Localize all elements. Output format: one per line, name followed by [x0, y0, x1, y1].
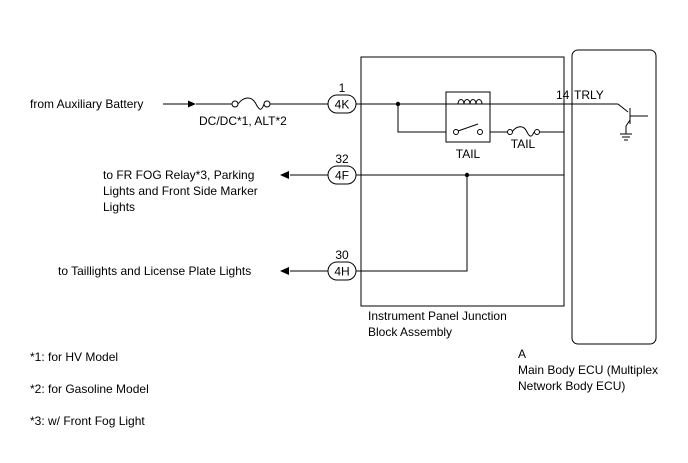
- junction-block-label-1: Instrument Panel Junction: [368, 309, 507, 323]
- connector-4h-pin: 30: [335, 248, 349, 262]
- input-arrow: [188, 100, 196, 108]
- fuse-icon: [237, 97, 265, 110]
- fr-fog-label-2: Lights and Front Side Marker: [103, 184, 258, 198]
- relay-switch-icon: [457, 123, 479, 132]
- relay-feed-wire: [397, 104, 446, 133]
- tail-fuse-label: TAIL: [511, 137, 536, 151]
- relay-contact-left: [453, 129, 459, 135]
- ecu-signal-label: TRLY: [574, 88, 604, 102]
- fr-fog-arrow: [280, 171, 289, 179]
- junction-block-box: [360, 56, 565, 307]
- fr-fog-label-1: to FR FOG Relay*3, Parking: [103, 168, 254, 182]
- fr-fog-label-3: Lights: [103, 200, 135, 214]
- connector-4h-label: 4H: [334, 265, 349, 279]
- connector-4f-label: 4F: [335, 169, 349, 183]
- fuse-terminal-right: [263, 100, 271, 108]
- taillight-internal-wire: [356, 175, 468, 272]
- connector-4f-pin: 32: [335, 152, 349, 166]
- ecu-label-1: Main Body ECU (Multiplex: [518, 363, 658, 377]
- transistor-emitter-wire: [625, 119, 631, 127]
- junction-block-label-2: Block Assembly: [368, 325, 452, 339]
- connector-4k-pin: 1: [339, 81, 346, 95]
- tail-fuse-terminal-left: [507, 129, 513, 135]
- ecu-label-2: Network Body ECU): [518, 379, 625, 393]
- ecu-code: A: [518, 347, 526, 361]
- relay-coil-icon: [457, 99, 483, 105]
- aux-battery-label: from Auxiliary Battery: [30, 97, 143, 111]
- fuse-label: DC/DC*1, ALT*2: [199, 114, 287, 128]
- taillight-label: to Taillights and License Plate Lights: [58, 264, 251, 278]
- relay-contact-right: [477, 129, 483, 135]
- ecu-pin-number: 14: [556, 88, 570, 102]
- tail-fuse-out-wire: [540, 131, 565, 175]
- footnote-3: *3: w/ Front Fog Light: [30, 414, 145, 428]
- connector-4k-label: 4K: [335, 98, 350, 112]
- relay-box: [445, 91, 491, 143]
- footnote-2: *2: for Gasoline Model: [30, 382, 149, 396]
- footnote-1: *1: for HV Model: [30, 350, 118, 364]
- relay-label: TAIL: [456, 147, 481, 161]
- tail-fuse-terminal-right: [534, 129, 540, 135]
- ecu-box: [571, 49, 657, 345]
- fuse-terminal-left: [231, 100, 239, 108]
- transistor-collector-wire: [617, 103, 629, 113]
- tail-fuse-icon: [511, 126, 535, 137]
- taillight-arrow: [280, 267, 289, 275]
